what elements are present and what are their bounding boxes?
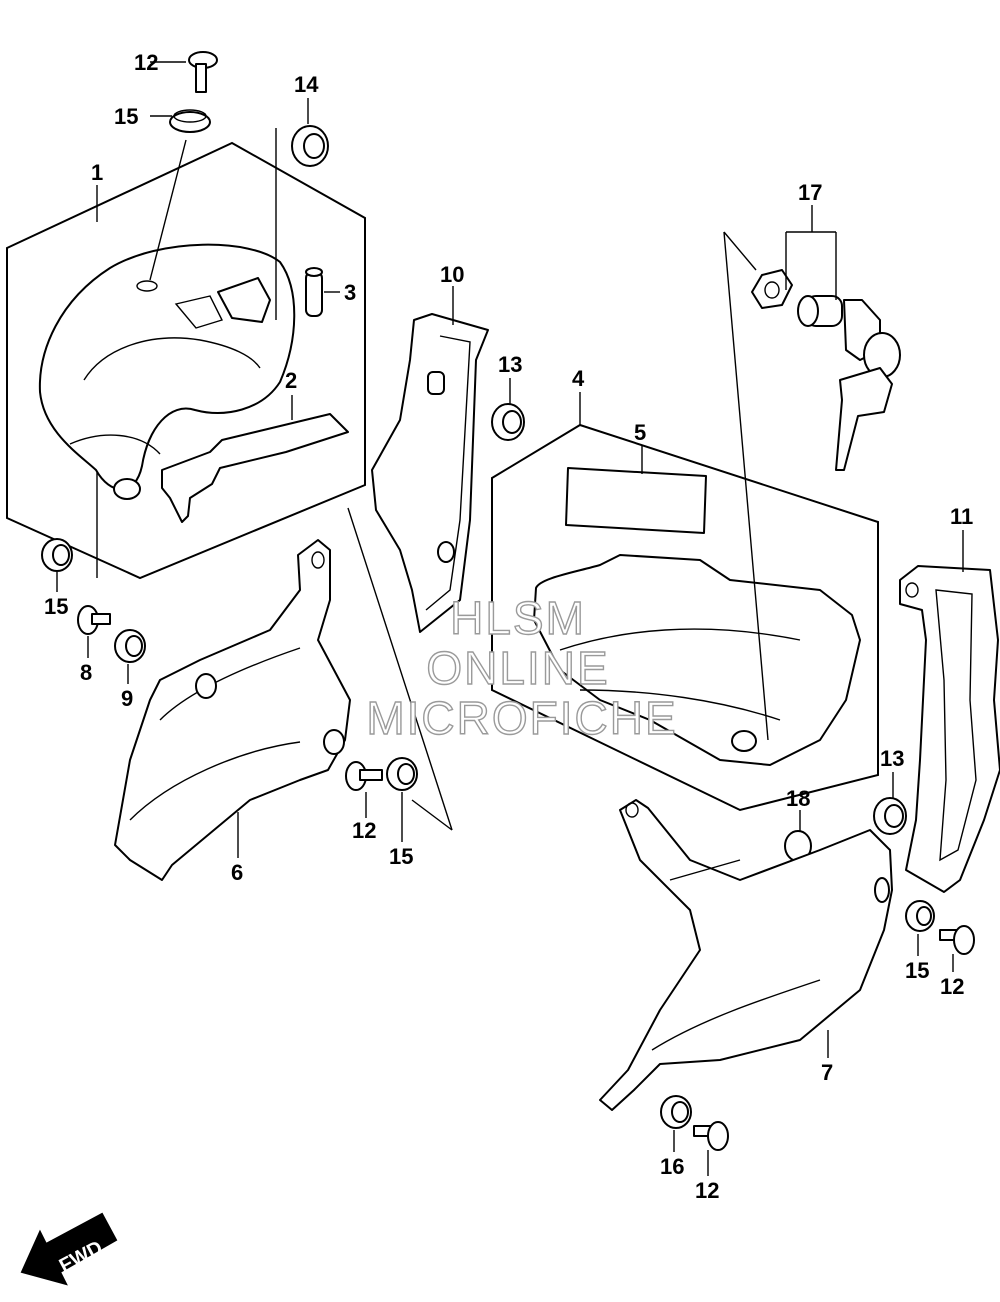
part-7-lower-cover <box>599 799 893 1111</box>
callout-15-left: 15 <box>44 594 68 619</box>
watermark-line-3: MICROFICHE <box>366 692 677 744</box>
callout-16: 16 <box>660 1154 684 1179</box>
callout-8: 8 <box>80 660 92 685</box>
part-6-lower-cover <box>114 539 351 881</box>
fwd-direction-badge: FWD <box>20 1212 118 1286</box>
part-10-bracket <box>371 313 489 633</box>
part-12-bolt-mid <box>345 761 383 791</box>
part-14-damper <box>291 125 329 167</box>
part-4-right-side-cover <box>533 554 861 766</box>
callout-3: 3 <box>344 280 356 305</box>
part-11-bracket <box>899 565 1000 893</box>
part-12-bolt-bottom <box>693 1121 729 1151</box>
part-17-lock-set <box>751 232 901 471</box>
callout-5: 5 <box>634 420 646 445</box>
part-15-grommet-top <box>169 109 211 133</box>
part-12-bolt-right <box>939 925 975 955</box>
callout-12-top: 12 <box>134 50 158 75</box>
callout-12-mid: 12 <box>352 818 376 843</box>
callout-2: 2 <box>285 368 297 393</box>
part-2-bracket-plate <box>161 413 349 523</box>
callout-11: 11 <box>950 504 973 529</box>
part-15-grommet-mid <box>386 757 418 791</box>
part-3-pin <box>305 267 323 317</box>
part-13-spacer-right <box>873 797 907 835</box>
callout-14: 14 <box>294 72 319 97</box>
watermark-line-2: ONLINE <box>426 642 609 694</box>
callout-6: 6 <box>231 860 243 885</box>
callout-15-mid: 15 <box>389 844 413 869</box>
callout-7: 7 <box>821 1060 833 1085</box>
part-16-grommet <box>660 1095 692 1129</box>
part-12-bolt-top <box>188 51 218 93</box>
part-15-grommet-left <box>41 538 73 572</box>
callout-12-bottom: 12 <box>695 1178 719 1203</box>
group-outline-part-1 <box>6 141 366 580</box>
part-15-grommet-right <box>905 900 935 932</box>
part-1-left-side-cover <box>38 243 296 500</box>
callout-17: 17 <box>798 180 822 205</box>
callout-1: 1 <box>91 160 103 185</box>
watermark-line-1: HLSM <box>450 592 586 644</box>
callout-12-right: 12 <box>940 974 964 999</box>
part-9-collar <box>114 629 146 663</box>
callout-9: 9 <box>121 686 133 711</box>
callout-18: 18 <box>786 786 810 811</box>
callout-13-right: 13 <box>880 746 904 771</box>
part-8-bolt <box>77 605 111 635</box>
part-5-label <box>565 467 707 534</box>
callout-10: 10 <box>440 262 464 287</box>
callout-4: 4 <box>572 366 585 391</box>
callout-15-right: 15 <box>905 958 929 983</box>
callout-13-mid: 13 <box>498 352 522 377</box>
part-13-spacer-mid <box>491 403 525 441</box>
callout-15-top: 15 <box>114 104 138 129</box>
